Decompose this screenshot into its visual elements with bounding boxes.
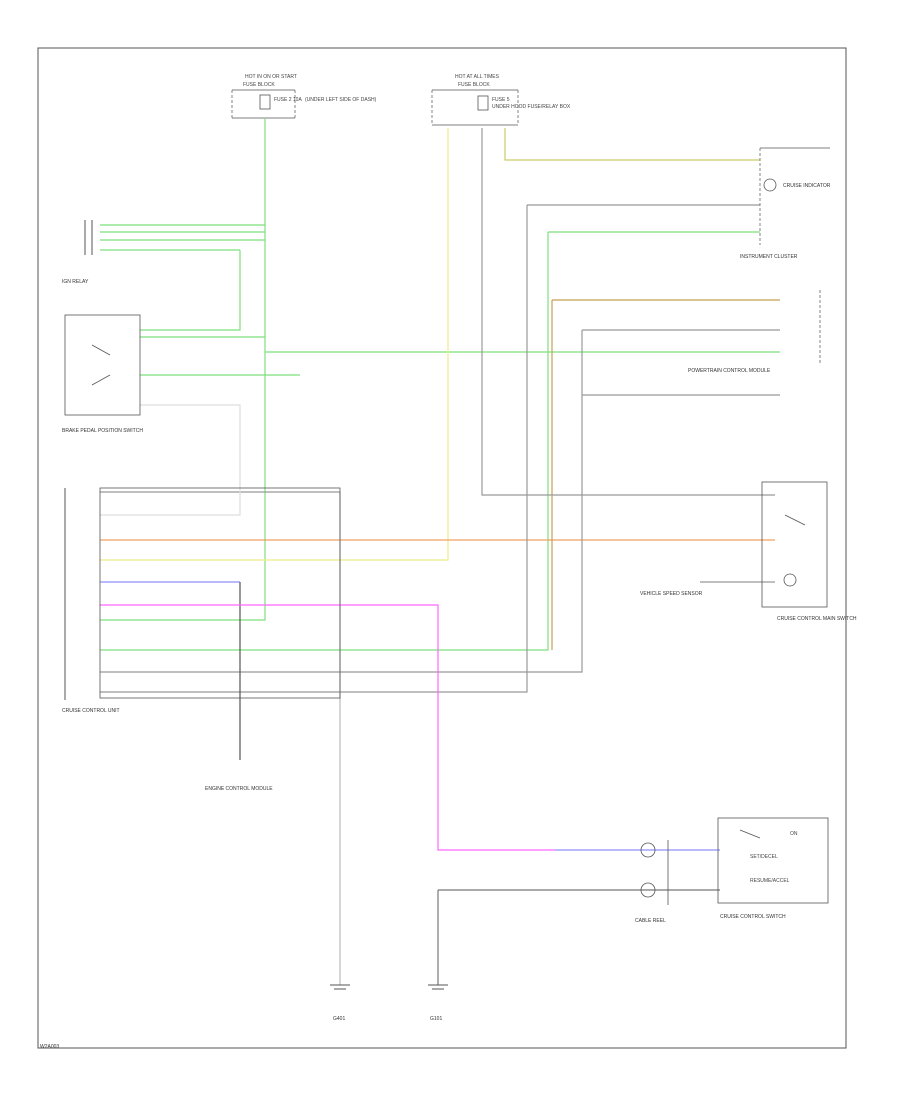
instrument-cluster: CRUISE INDICATOR INSTRUMENT CLUSTER <box>740 147 831 260</box>
svg-text:POWERTRAIN CONTROL MODULE: POWERTRAIN CONTROL MODULE <box>688 368 771 374</box>
svg-text:CRUISE INDICATOR: CRUISE INDICATOR <box>783 183 831 189</box>
svg-text:HOT AT ALL TIMES: HOT AT ALL TIMES <box>455 74 500 80</box>
wire-magenta <box>100 604 555 851</box>
ground-left: G401 <box>330 984 350 1022</box>
svg-text:ENGINE CONTROL MODULE: ENGINE CONTROL MODULE <box>205 786 273 792</box>
wire-yellow <box>100 128 449 561</box>
ign-relay: IGN RELAY <box>62 220 93 285</box>
svg-text:G101: G101 <box>430 1016 442 1022</box>
svg-text:RESUME/ACCEL: RESUME/ACCEL <box>750 878 790 884</box>
cable-reel: CABLE REEL <box>635 840 669 924</box>
brake-pedal-switch: BRAKE PEDAL POSITION SWITCH <box>62 314 143 434</box>
svg-text:CRUISE CONTROL UNIT: CRUISE CONTROL UNIT <box>62 708 120 714</box>
wire-green-ign <box>100 118 266 226</box>
svg-text:FUSE 5: FUSE 5 <box>492 97 510 103</box>
svg-text:CRUISE CONTROL MAIN SWITCH: CRUISE CONTROL MAIN SWITCH <box>777 616 857 622</box>
svg-text:VEHICLE SPEED SENSOR: VEHICLE SPEED SENSOR <box>640 591 703 597</box>
fuse-block-right: HOT AT ALL TIMES FUSE BLOCK FUSE 5 UNDER… <box>431 74 571 126</box>
svg-text:IGN RELAY: IGN RELAY <box>62 279 89 285</box>
svg-text:FUSE BLOCK: FUSE BLOCK <box>458 82 490 88</box>
svg-text:ON: ON <box>790 831 798 837</box>
svg-text:INSTRUMENT CLUSTER: INSTRUMENT CLUSTER <box>740 254 798 260</box>
cruise-main-switch: CRUISE CONTROL MAIN SWITCH <box>761 481 857 622</box>
cruise-control-switch: ON SET/DECEL RESUME/ACCEL CRUISE CONTROL… <box>717 817 829 920</box>
svg-text:BRAKE PEDAL POSITION SWITCH: BRAKE PEDAL POSITION SWITCH <box>62 428 143 434</box>
svg-text:FUSE BLOCK: FUSE BLOCK <box>243 82 275 88</box>
ground-right: G101 <box>428 984 448 1022</box>
svg-text:(UNDER LEFT SIDE OF DASH): (UNDER LEFT SIDE OF DASH) <box>305 97 377 103</box>
svg-text:CRUISE CONTROL SWITCH: CRUISE CONTROL SWITCH <box>720 914 786 920</box>
svg-text:SET/DECEL: SET/DECEL <box>750 854 778 860</box>
diagram-frame <box>37 47 847 1049</box>
fuse-block-left: HOT IN ON OR START FUSE BLOCK FUSE 2 10A… <box>231 74 377 119</box>
svg-text:UNDER HOOD FUSE/RELAY BOX: UNDER HOOD FUSE/RELAY BOX <box>492 104 571 110</box>
svg-text:FUSE 2 10A: FUSE 2 10A <box>274 97 302 103</box>
cruise-control-unit: CRUISE CONTROL UNIT <box>62 487 341 714</box>
figure-id: W2A003 <box>40 1044 59 1050</box>
engine-control-module: ENGINE CONTROL MODULE <box>205 786 273 792</box>
svg-text:G401: G401 <box>333 1016 345 1022</box>
vehicle-speed-sensor: VEHICLE SPEED SENSOR <box>640 591 703 597</box>
powertrain-control-module: POWERTRAIN CONTROL MODULE <box>688 290 821 374</box>
svg-text:CABLE REEL: CABLE REEL <box>635 918 666 924</box>
svg-text:HOT IN ON OR START: HOT IN ON OR START <box>245 74 297 80</box>
